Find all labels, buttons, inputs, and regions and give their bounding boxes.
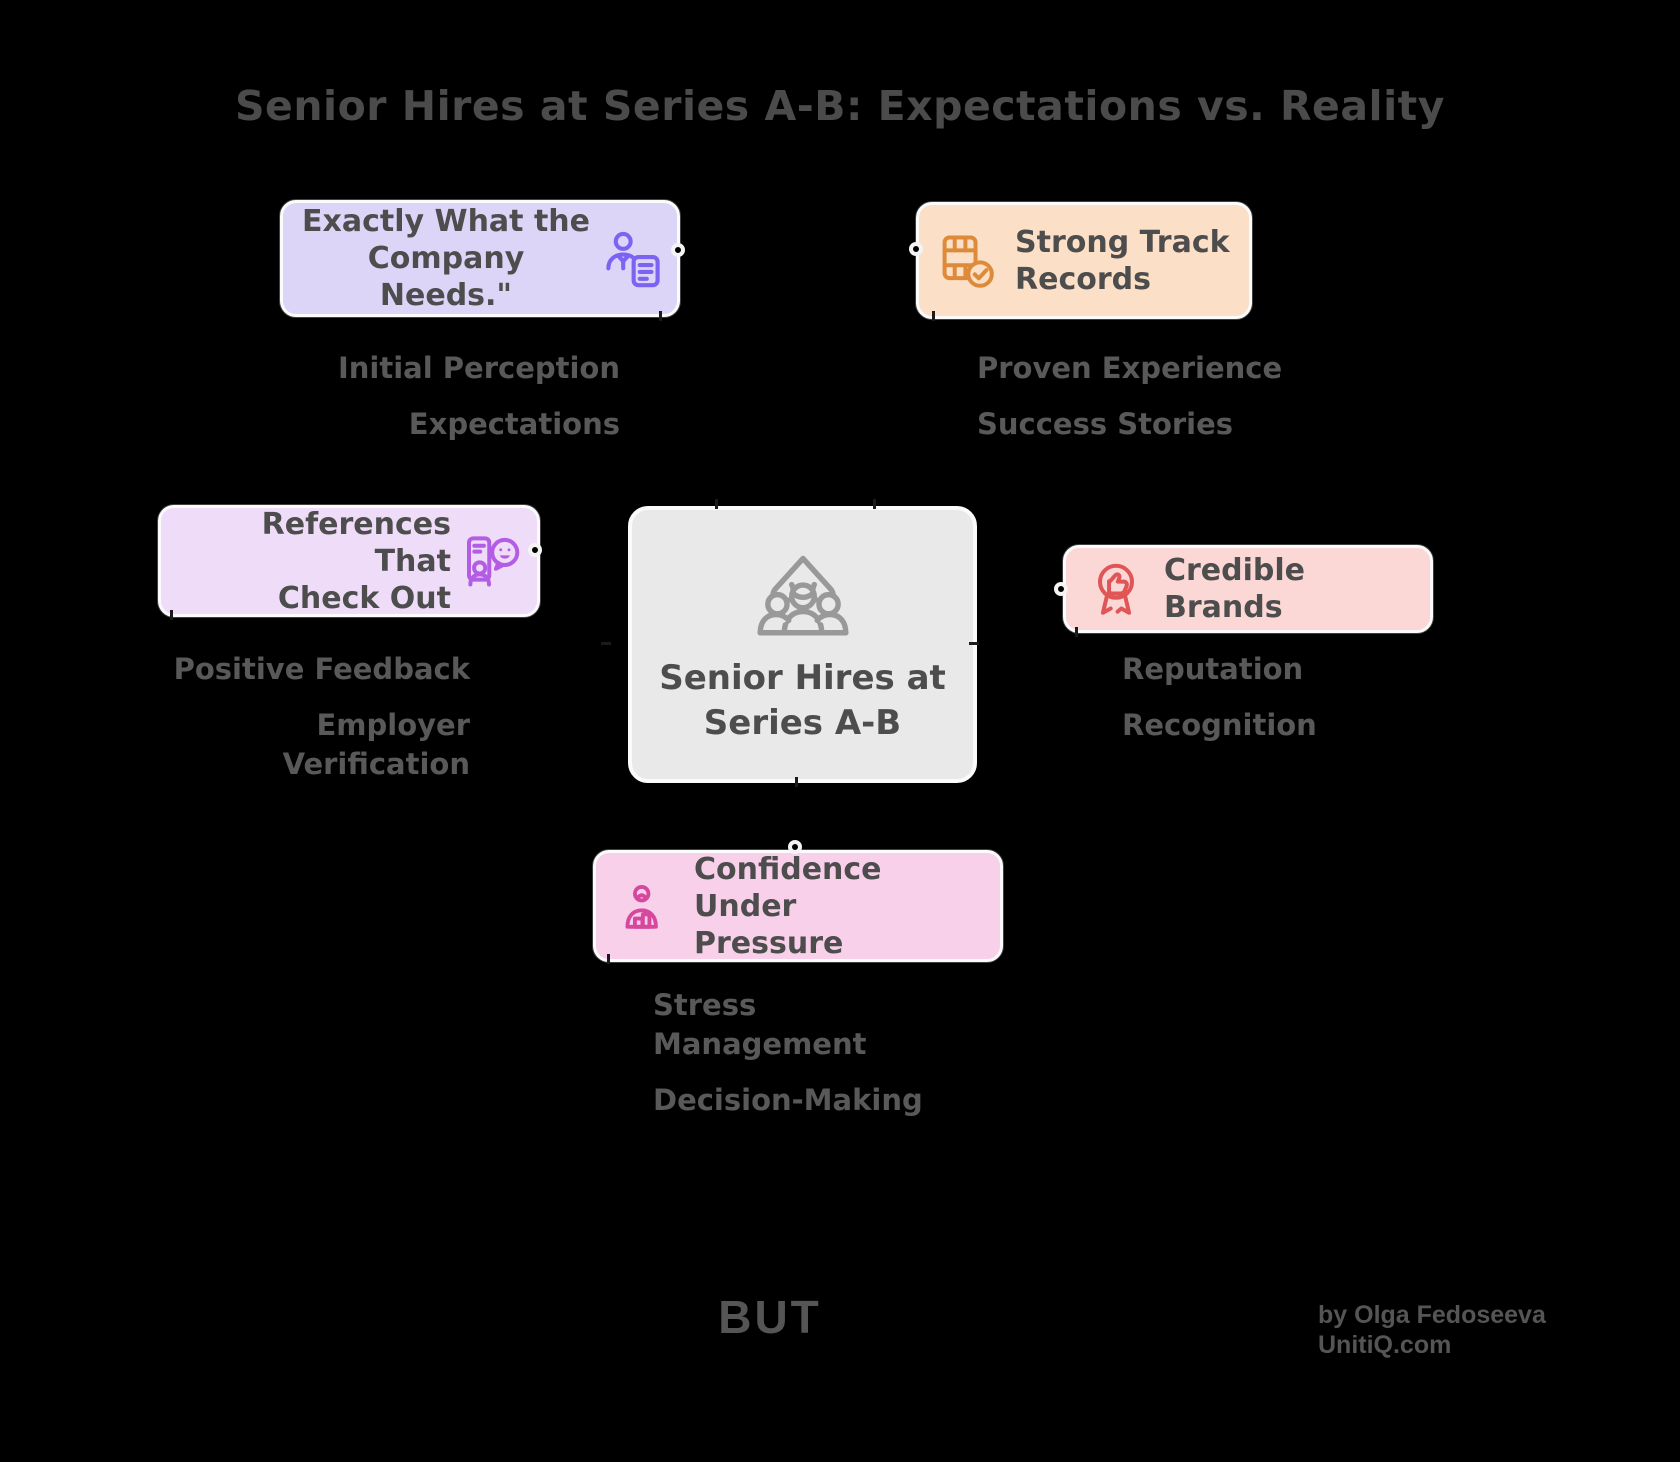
child-label-positive-feedback: Positive Feedback: [173, 652, 470, 686]
credible-brands-box-label: Credible Brands: [1164, 553, 1306, 625]
references-box: References That Check Out: [158, 505, 540, 617]
references-children: Positive Feedback Employer Verification: [170, 650, 470, 784]
award-thumbs-up-icon: [1084, 557, 1148, 621]
expectations-children: Initial Perception Expectations: [280, 349, 620, 444]
person-desk-icon: [618, 877, 676, 935]
team-growth-icon: [744, 526, 862, 650]
confidence-children: Stress Management Decision-Making: [653, 986, 973, 1120]
expectations-box: Exactly What the Company Needs.": [280, 200, 680, 317]
child-label-initial-perception: Initial Perception: [338, 351, 620, 385]
credit-site: UnitiQ.com: [1318, 1331, 1452, 1359]
credible-brands-box: Credible Brands: [1063, 545, 1433, 633]
connector-anchor: [671, 243, 685, 257]
connector-tick: [715, 499, 718, 509]
credit-author: by Olga Fedoseeva: [1318, 1301, 1546, 1329]
connector-tick: [795, 777, 798, 787]
expectations-box-label: Exactly What the Company Needs.": [301, 204, 591, 313]
document-chat-person-icon: [461, 529, 525, 593]
confidence-box: Confidence Under Pressure: [593, 850, 1003, 962]
page-title: Senior Hires at Series A-B: Expectations…: [235, 82, 1445, 130]
child-label-decision-making: Decision-Making: [653, 1083, 923, 1117]
connector-tick: [607, 954, 610, 964]
credit: by Olga Fedoseeva UnitiQ.com: [1318, 1300, 1546, 1360]
person-document-icon: [599, 226, 665, 292]
connector-tick: [170, 610, 173, 620]
track-records-box-label: Strong Track Records: [1015, 224, 1230, 297]
child-label-recognition: Recognition: [1122, 708, 1317, 742]
connector-anchor: [1054, 582, 1068, 596]
credible-brands-children: Reputation Recognition: [1122, 650, 1442, 745]
references-box-label: References That Check Out: [261, 506, 451, 616]
child-label-expectations: Expectations: [408, 407, 620, 441]
track-records-box: Strong Track Records: [916, 202, 1252, 319]
connector-anchor: [788, 840, 802, 854]
connector-tick: [969, 642, 979, 645]
track-records-children: Proven Experience Success Stories: [977, 349, 1357, 444]
connector-tick: [1075, 627, 1078, 637]
connector-tick: [932, 311, 935, 321]
connector-tick: [659, 311, 662, 321]
connector-tick: [873, 499, 876, 509]
central-node: Senior Hires at Series A-B: [628, 506, 977, 783]
connector-anchor: [909, 242, 923, 256]
child-label-employer-verification: Employer Verification: [282, 708, 470, 781]
child-label-stress-management: Stress Management: [653, 988, 867, 1061]
child-label-reputation: Reputation: [1122, 652, 1304, 686]
central-node-label: Senior Hires at Series A-B: [659, 658, 946, 743]
film-check-icon: [935, 229, 999, 293]
confidence-box-label: Confidence Under Pressure: [694, 851, 882, 961]
connector-anchor: [528, 543, 542, 557]
connector-tick: [601, 642, 611, 645]
child-label-proven-experience: Proven Experience: [977, 351, 1283, 385]
but-label: BUT: [718, 1291, 822, 1343]
child-label-success-stories: Success Stories: [977, 407, 1234, 441]
